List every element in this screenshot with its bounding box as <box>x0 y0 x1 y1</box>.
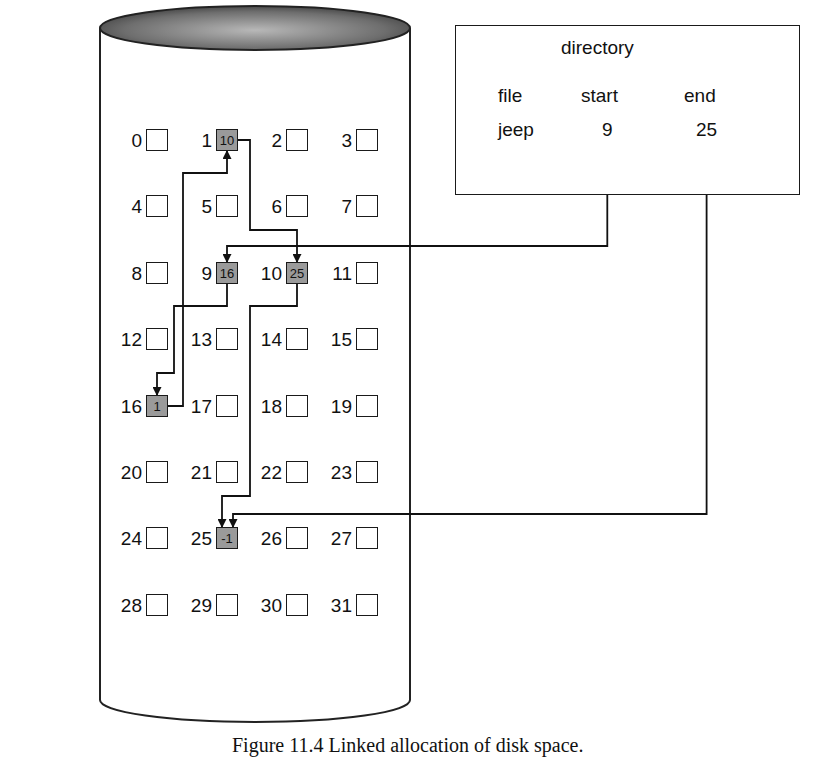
disk-block: 19 <box>356 395 378 417</box>
block-number: 10 <box>261 264 282 283</box>
directory-title: directory <box>561 38 634 59</box>
disk-block: 5 <box>216 195 238 217</box>
table-cell: 25 <box>696 120 717 141</box>
pointer-value: 10 <box>220 134 234 147</box>
disk-block: 15 <box>356 328 378 350</box>
block-number: 12 <box>121 330 142 349</box>
disk-block: 20 <box>146 461 168 483</box>
block-number: 29 <box>191 596 212 615</box>
pointer-arrow <box>227 195 607 262</box>
disk-block: 30 <box>286 594 308 616</box>
block-number: 2 <box>271 131 282 150</box>
block-number: 8 <box>131 264 142 283</box>
disk-block: 0 <box>146 129 168 151</box>
block-number: 11 <box>332 264 352 283</box>
block-number: 18 <box>261 397 282 416</box>
column-header: file <box>498 86 522 107</box>
block-number: 25 <box>191 529 212 548</box>
disk-block: 27 <box>356 527 378 549</box>
block-number: 20 <box>121 463 142 482</box>
column-header: start <box>581 86 618 107</box>
block-number: 23 <box>331 463 352 482</box>
disk-block: 3 <box>356 129 378 151</box>
disk-block: 110 <box>216 129 238 151</box>
disk-block: 18 <box>286 395 308 417</box>
disk-block: 31 <box>356 594 378 616</box>
block-number: 24 <box>121 529 142 548</box>
block-number: 3 <box>341 131 352 150</box>
disk-block: 24 <box>146 527 168 549</box>
disk-block: 28 <box>146 594 168 616</box>
block-number: 30 <box>261 596 282 615</box>
block-number: 7 <box>341 197 352 216</box>
block-number: 0 <box>131 131 142 150</box>
figure-caption: Figure 11.4 Linked allocation of disk sp… <box>232 733 583 757</box>
pointer-value: 16 <box>220 267 234 280</box>
block-number: 15 <box>331 330 352 349</box>
directory-box: directory file start end jeep 9 25 <box>455 25 800 195</box>
disk-block: 17 <box>216 395 238 417</box>
block-number: 4 <box>131 197 142 216</box>
disk-block: 12 <box>146 328 168 350</box>
disk-block: 22 <box>286 461 308 483</box>
block-number: 22 <box>261 463 282 482</box>
block-number: 1 <box>201 131 212 150</box>
disk-block: 21 <box>216 461 238 483</box>
disk-block: 6 <box>286 195 308 217</box>
disk-block: 1025 <box>286 262 308 284</box>
block-number: 14 <box>261 330 282 349</box>
column-header: end <box>684 86 716 107</box>
block-number: 27 <box>331 529 352 548</box>
block-number: 9 <box>201 264 212 283</box>
table-cell: 9 <box>602 120 613 141</box>
disk-block: 916 <box>216 262 238 284</box>
pointer-arrow <box>233 195 707 527</box>
disk-block: 161 <box>146 395 168 417</box>
block-number: 31 <box>331 596 352 615</box>
pointer-value: 25 <box>290 267 304 280</box>
disk-block: 14 <box>286 328 308 350</box>
disk-block: 7 <box>356 195 378 217</box>
disk-block: 26 <box>286 527 308 549</box>
disk-block: 2 <box>286 129 308 151</box>
block-number: 19 <box>331 397 352 416</box>
block-number: 21 <box>191 463 212 482</box>
disk-block: 23 <box>356 461 378 483</box>
disk-block: 4 <box>146 195 168 217</box>
disk-block: 8 <box>146 262 168 284</box>
block-number: 6 <box>271 197 282 216</box>
block-number: 16 <box>121 397 142 416</box>
block-number: 17 <box>191 397 212 416</box>
table-cell: jeep <box>498 120 534 141</box>
disk-block: 29 <box>216 594 238 616</box>
disk-block: 11 <box>356 262 378 284</box>
block-number: 13 <box>191 330 212 349</box>
pointer-value: 1 <box>153 400 160 413</box>
disk-block: 13 <box>216 328 238 350</box>
block-number: 5 <box>201 197 212 216</box>
disk-block: 25-1 <box>216 527 238 549</box>
block-number: 26 <box>261 529 282 548</box>
block-number: 28 <box>121 596 142 615</box>
pointer-value: -1 <box>221 532 233 545</box>
